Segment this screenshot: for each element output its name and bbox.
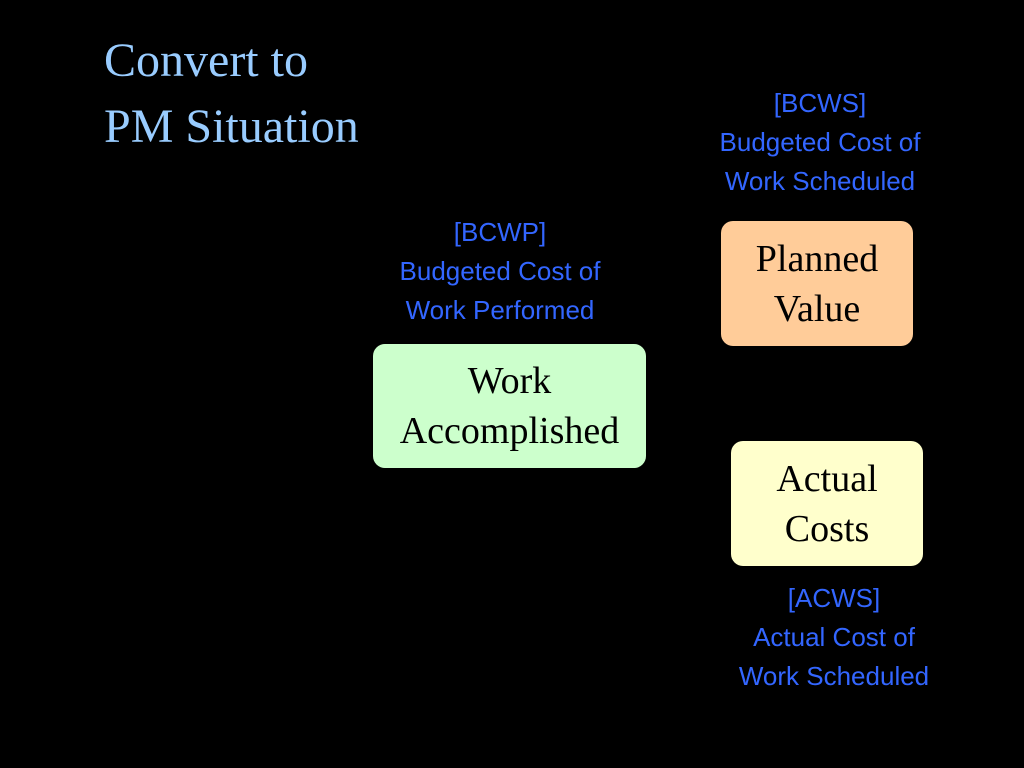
- bcwp-code: [BCWP]: [453, 217, 547, 247]
- bcwp-line-2: Work Performed: [405, 295, 595, 325]
- title-line-2: PM Situation: [104, 100, 359, 153]
- slide-title: Convert to PM Situation: [104, 28, 359, 160]
- work-accomplished-box: Work Accomplished: [373, 344, 646, 468]
- actual-costs-line-1: Actual: [776, 457, 878, 500]
- work-accomplished-line-1: Work: [467, 360, 552, 402]
- acws-line-2: Work Scheduled: [738, 661, 930, 691]
- bcws-line-1: Budgeted Cost of: [719, 127, 921, 157]
- acws-caption: [ACWS] Actual Cost of Work Scheduled: [684, 579, 984, 696]
- planned-value-line-2: Value: [773, 287, 861, 330]
- actual-costs-line-2: Costs: [784, 507, 870, 550]
- planned-value-line-1: Planned: [755, 237, 879, 280]
- actual-costs-box: Actual Costs: [731, 441, 923, 566]
- acws-code: [ACWS]: [787, 583, 881, 613]
- work-accomplished-line-2: Accomplished: [399, 410, 620, 452]
- bcwp-caption: [BCWP] Budgeted Cost of Work Performed: [350, 213, 650, 330]
- acws-line-1: Actual Cost of: [753, 622, 915, 652]
- planned-value-box: Planned Value: [721, 221, 913, 346]
- bcws-code: [BCWS]: [773, 88, 867, 118]
- title-line-1: Convert to: [104, 34, 308, 87]
- bcwp-line-1: Budgeted Cost of: [399, 256, 601, 286]
- bcws-caption: [BCWS] Budgeted Cost of Work Scheduled: [670, 84, 970, 201]
- bcws-line-2: Work Scheduled: [724, 166, 916, 196]
